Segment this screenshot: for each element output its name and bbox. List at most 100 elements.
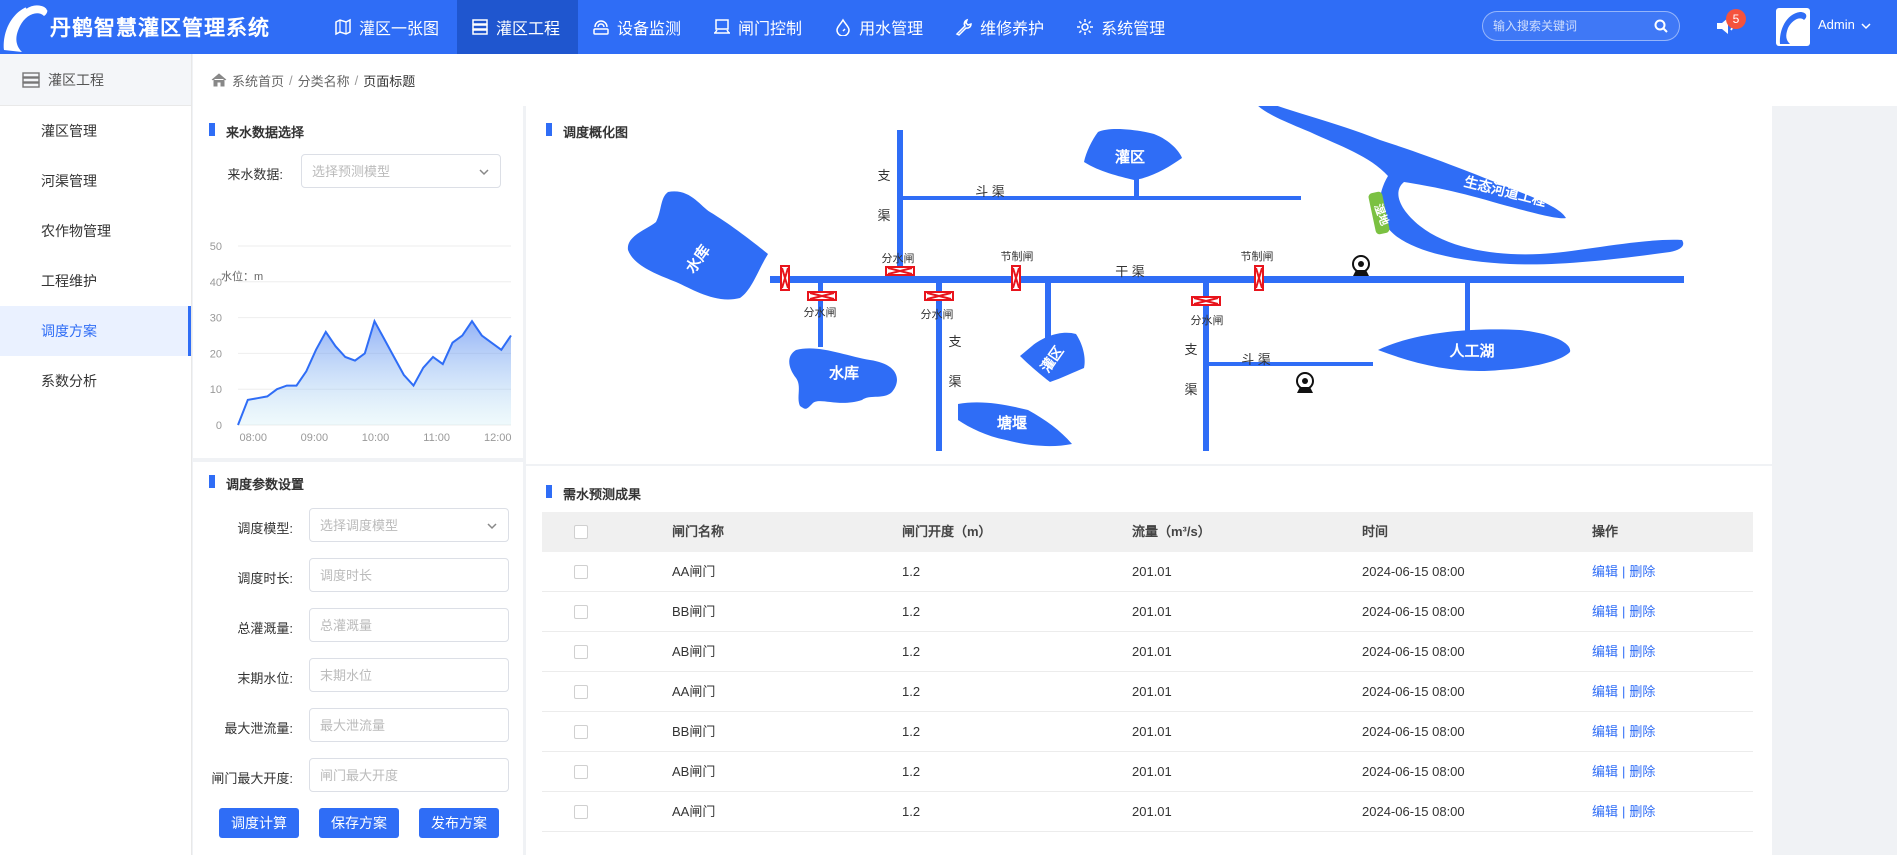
edit-link[interactable]: 编辑 (1592, 644, 1619, 659)
inflow-model-select[interactable] (301, 154, 501, 188)
nav-item-monitoring[interactable]: 设备监测 (578, 0, 699, 54)
nav-item-system[interactable]: 系统管理 (1062, 0, 1183, 54)
lateral-canal (1209, 362, 1373, 366)
time-cell: 2024-06-15 08:00 (1362, 804, 1465, 819)
nav-item-maintenance[interactable]: 维修养护 (941, 0, 1062, 54)
delete-link[interactable]: 删除 (1629, 644, 1656, 659)
max-discharge-input[interactable] (310, 709, 508, 741)
delete-link[interactable]: 删除 (1629, 804, 1656, 819)
app-logo[interactable]: 丹鹤智慧灌区管理系统 (0, 0, 330, 54)
avatar[interactable] (1776, 8, 1810, 46)
action-separator: | (1622, 764, 1626, 779)
gate-icon[interactable] (780, 265, 790, 291)
breadcrumb-home[interactable]: 系统首页 (232, 73, 285, 89)
max-discharge-field[interactable] (309, 708, 509, 742)
gate-icon[interactable] (807, 291, 837, 301)
delete-link[interactable]: 删除 (1629, 684, 1656, 699)
branch-canal-label: 支 (877, 168, 890, 183)
publish-plan-button[interactable]: 发布方案 (419, 808, 499, 838)
pump-station-icon[interactable] (1352, 255, 1370, 276)
gate-label: 分水闸 (921, 308, 954, 321)
nav-item-water-use[interactable]: 用水管理 (820, 0, 941, 54)
final-water-level-field[interactable] (309, 658, 509, 692)
dispatch-duration-field[interactable] (309, 558, 509, 592)
pond-label: 塘堰 (997, 414, 1027, 432)
gate-icon[interactable] (1191, 296, 1221, 306)
edit-link[interactable]: 编辑 (1592, 684, 1619, 699)
column-header: 操作 (1592, 524, 1619, 539)
sidebar-item-dispatch-plan[interactable]: 调度方案 (0, 306, 191, 356)
nav-item-gate-control[interactable]: 闸门控制 (699, 0, 820, 54)
delete-link[interactable]: 删除 (1629, 564, 1656, 579)
search-icon[interactable] (1653, 18, 1669, 34)
dispatch-calculate-button[interactable]: 调度计算 (219, 808, 299, 838)
dispatch-model-select[interactable] (309, 508, 509, 542)
action-separator: | (1622, 684, 1626, 699)
save-plan-button[interactable]: 保存方案 (319, 808, 399, 838)
row-checkbox[interactable] (574, 605, 588, 619)
gate-opening-cell: 1.2 (902, 804, 921, 819)
total-irrigation-field[interactable] (309, 608, 509, 642)
action-separator: | (1622, 804, 1626, 819)
dispatch-model-select-input[interactable] (310, 509, 508, 541)
gate-name-cell: BB闸门 (672, 604, 716, 619)
row-checkbox[interactable] (574, 805, 588, 819)
main-canal-label: 干 渠 (1115, 264, 1145, 279)
row-checkbox[interactable] (574, 685, 588, 699)
delete-link[interactable]: 删除 (1629, 604, 1656, 619)
search-box (1482, 11, 1680, 41)
dispatch-duration-input[interactable] (310, 559, 508, 591)
sidebar-item-canals[interactable]: 河渠管理 (41, 173, 97, 189)
select-all-checkbox[interactable] (574, 525, 588, 539)
chart-x-tick: 10:00 (362, 432, 390, 442)
gate-name-cell: AA闸门 (672, 564, 716, 579)
edit-link[interactable]: 编辑 (1592, 764, 1619, 779)
max-gate-opening-field[interactable] (309, 758, 509, 792)
nav-item-engineering[interactable]: 灌区工程 (457, 0, 579, 54)
search-input[interactable] (1493, 16, 1653, 36)
breadcrumb-category[interactable]: 分类名称 (297, 73, 350, 89)
delete-link[interactable]: 删除 (1629, 724, 1656, 739)
max-gate-opening-input[interactable] (310, 759, 508, 791)
final-water-level-input[interactable] (310, 659, 508, 691)
inflow-model-select-input[interactable] (302, 155, 500, 187)
column-header: 闸门开度（m） (902, 524, 992, 539)
row-checkbox[interactable] (574, 725, 588, 739)
gate-icon[interactable] (885, 266, 915, 276)
water-drop-icon (836, 18, 850, 36)
inflow-panel-title: 来水数据选择 (209, 122, 304, 141)
crane-logo-icon (3, 3, 49, 52)
edit-link[interactable]: 编辑 (1592, 724, 1619, 739)
gate-icon[interactable] (1254, 265, 1264, 291)
gate-icon[interactable] (1011, 265, 1021, 291)
sidebar-item-coefficient[interactable]: 系数分析 (41, 373, 97, 389)
row-checkbox[interactable] (574, 565, 588, 579)
row-checkbox[interactable] (574, 765, 588, 779)
edit-link[interactable]: 编辑 (1592, 804, 1619, 819)
field-label: 闸门最大开度: (211, 771, 293, 786)
breadcrumb-separator: / (354, 72, 359, 88)
pump-station-icon[interactable] (1296, 372, 1314, 393)
delete-link[interactable]: 删除 (1629, 764, 1656, 779)
chevron-down-icon[interactable] (1860, 20, 1872, 32)
sidebar-item-maintenance[interactable]: 工程维护 (41, 273, 97, 289)
column-header: 闸门名称 (672, 524, 725, 539)
edit-link[interactable]: 编辑 (1592, 564, 1619, 579)
row-checkbox[interactable] (574, 645, 588, 659)
edit-link[interactable]: 编辑 (1592, 604, 1619, 619)
lateral-canal-label: 斗 渠 (1241, 352, 1271, 367)
nav-item-map[interactable]: 灌区一张图 (320, 0, 457, 54)
gate-icon[interactable] (924, 291, 954, 301)
sidebar-item-irrigation[interactable]: 灌区管理 (41, 123, 97, 139)
sidebar-item-crops[interactable]: 农作物管理 (41, 223, 111, 239)
total-irrigation-input[interactable] (310, 609, 508, 641)
user-name[interactable]: Admin (1818, 17, 1855, 32)
